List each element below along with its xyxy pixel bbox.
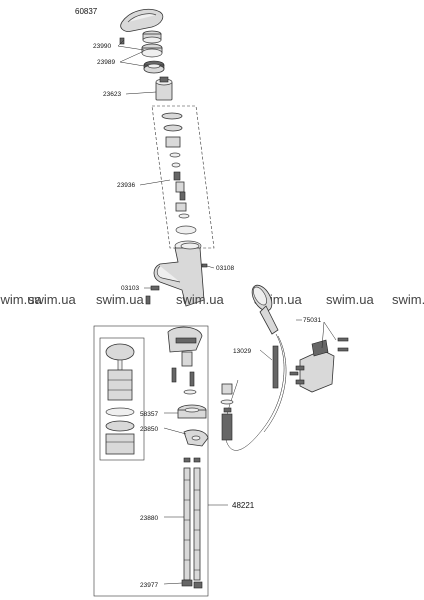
label-23623: 23623	[103, 91, 121, 98]
label-23989: 23989	[97, 59, 115, 66]
ring-23989-b	[143, 60, 165, 74]
label-23936: 23936	[117, 182, 135, 189]
frame-48221	[93, 325, 228, 597]
label-03108: 03108	[216, 265, 234, 272]
kit-23936-parts	[161, 112, 197, 235]
watermark-text: swim.ua	[0, 292, 42, 307]
label-75031: 75031	[303, 317, 321, 324]
leaders-top	[117, 39, 215, 289]
watermark-text: swim.ua	[392, 292, 424, 307]
label-13029: 13029	[233, 348, 251, 355]
watermark-text: swim.ua	[28, 292, 76, 307]
part-03103	[145, 285, 160, 305]
diagram-title: 60837	[75, 7, 98, 16]
hose-connector-parts	[220, 383, 234, 441]
kit-23936-frame	[151, 105, 215, 249]
screw-03108	[201, 263, 208, 268]
leaders-bottom	[163, 412, 187, 585]
wall-holder-75031	[289, 337, 349, 393]
label-23977: 23977	[140, 582, 158, 589]
faucet-body	[153, 240, 205, 307]
screw-23990	[119, 37, 125, 45]
label-48221: 48221	[232, 501, 255, 510]
cap-ring	[142, 30, 162, 44]
hand-shower	[251, 284, 279, 335]
label-03103: 03103	[121, 285, 139, 292]
label-23880: 23880	[140, 515, 158, 522]
watermark-text: swim.ua	[326, 292, 374, 307]
clamp-23850	[183, 429, 209, 447]
watermark-text: swim.ua	[176, 292, 224, 307]
label-58357: 58357	[140, 411, 158, 418]
flex-hoses-23880	[183, 457, 201, 581]
label-23850: 23850	[140, 426, 158, 433]
leaders-shower	[259, 319, 337, 361]
watermark-text: swim.ua	[96, 292, 144, 307]
pull-rod-head	[167, 326, 203, 395]
watermark-row: swim.ua swim.ua swim.ua swim.ua swim.ua …	[0, 292, 424, 307]
flange-58357	[177, 404, 207, 419]
label-23990: 23990	[93, 43, 111, 50]
ring-23989-a	[141, 43, 163, 58]
fittings-23977	[181, 579, 203, 589]
lever-handle	[120, 8, 164, 32]
drain-set	[99, 337, 145, 461]
cartridge-23623	[155, 76, 173, 101]
